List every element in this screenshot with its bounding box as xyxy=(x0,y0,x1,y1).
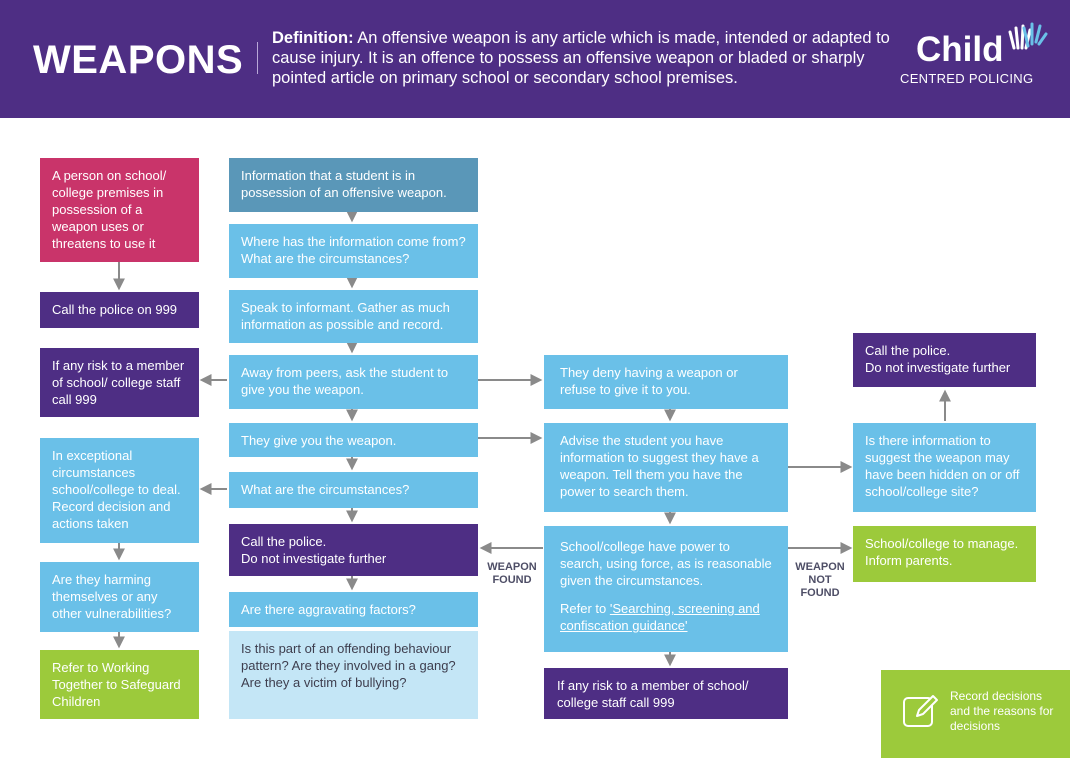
hands-logo-icon xyxy=(1008,22,1048,50)
left-box-exceptional: In exceptional circumstances school/coll… xyxy=(40,438,199,543)
definition-text: An offensive weapon is any article which… xyxy=(272,29,890,87)
page-title: WEAPONS xyxy=(33,38,244,82)
left-box-call-999: Call the police on 999 xyxy=(40,292,199,328)
mid-box-offending-pattern: Is this part of an offending behaviour p… xyxy=(229,631,478,719)
far-right-call-police-line1: Call the police. xyxy=(865,343,951,358)
definition-label: Definition: xyxy=(272,29,354,47)
right-box-staff-risk: If any risk to a member of school/ colle… xyxy=(544,668,788,719)
mid-box-circumstances: What are the circumstances? xyxy=(229,472,478,508)
mid-box-aggravating: Are there aggravating factors? xyxy=(229,592,478,627)
logo-text: Child xyxy=(916,30,1004,69)
mid-call-police-line1: Call the police. xyxy=(241,534,327,549)
mid-box-information: Information that a student is in possess… xyxy=(229,158,478,212)
record-decisions-text: Record decisions and the reasons for dec… xyxy=(950,689,1054,733)
left-box-refer: Refer to Working Together to Safeguard C… xyxy=(40,650,199,719)
mid-box-call-police: Call the police. Do not investigate furt… xyxy=(229,524,478,576)
weapon-not-found-label: WEAPON NOT FOUND xyxy=(795,561,845,599)
header-banner: WEAPONS Definition: An offensive weapon … xyxy=(0,0,1070,118)
far-right-box-manage: School/college to manage. Inform parents… xyxy=(853,526,1036,582)
left-box-staff-risk: If any risk to a member of school/ colle… xyxy=(40,348,199,417)
record-decisions-note: Record decisions and the reasons for dec… xyxy=(881,670,1070,758)
right-box-advise: Advise the student you have information … xyxy=(544,423,788,512)
mid-box-give-weapon: They give you the weapon. xyxy=(229,423,478,457)
mid-call-police-line2: Do not investigate further xyxy=(241,551,387,566)
edit-icon xyxy=(903,695,938,727)
right-refer-label: Refer to xyxy=(560,601,610,616)
guidance-link[interactable]: 'Searching, screening and confiscation g… xyxy=(560,601,760,633)
weapon-found-label: WEAPON FOUND xyxy=(487,561,537,586)
left-box-harming: Are they harming themselves or any other… xyxy=(40,562,199,632)
logo-subtitle: CENTRED POLICING xyxy=(900,71,1034,86)
title-divider xyxy=(257,42,258,74)
mid-box-source: Where has the information come from? Wha… xyxy=(229,224,478,278)
right-search-text: School/college have power to search, usi… xyxy=(560,539,772,588)
definition: Definition: An offensive weapon is any a… xyxy=(272,28,912,88)
mid-box-ask-student: Away from peers, ask the student to give… xyxy=(229,355,478,409)
mid-box-informant: Speak to informant. Gather as much infor… xyxy=(229,290,478,343)
right-box-deny: They deny having a weapon or refuse to g… xyxy=(544,355,788,409)
far-right-box-call-police: Call the police. Do not investigate furt… xyxy=(853,333,1036,387)
right-search-refer: Refer to 'Searching, screening and confi… xyxy=(560,600,776,634)
left-box-weapon-use: A person on school/ college premises in … xyxy=(40,158,199,262)
far-right-call-police-line2: Do not investigate further xyxy=(865,360,1011,375)
right-box-search: School/college have power to search, usi… xyxy=(544,526,788,652)
far-right-box-hidden: Is there information to suggest the weap… xyxy=(853,423,1036,512)
